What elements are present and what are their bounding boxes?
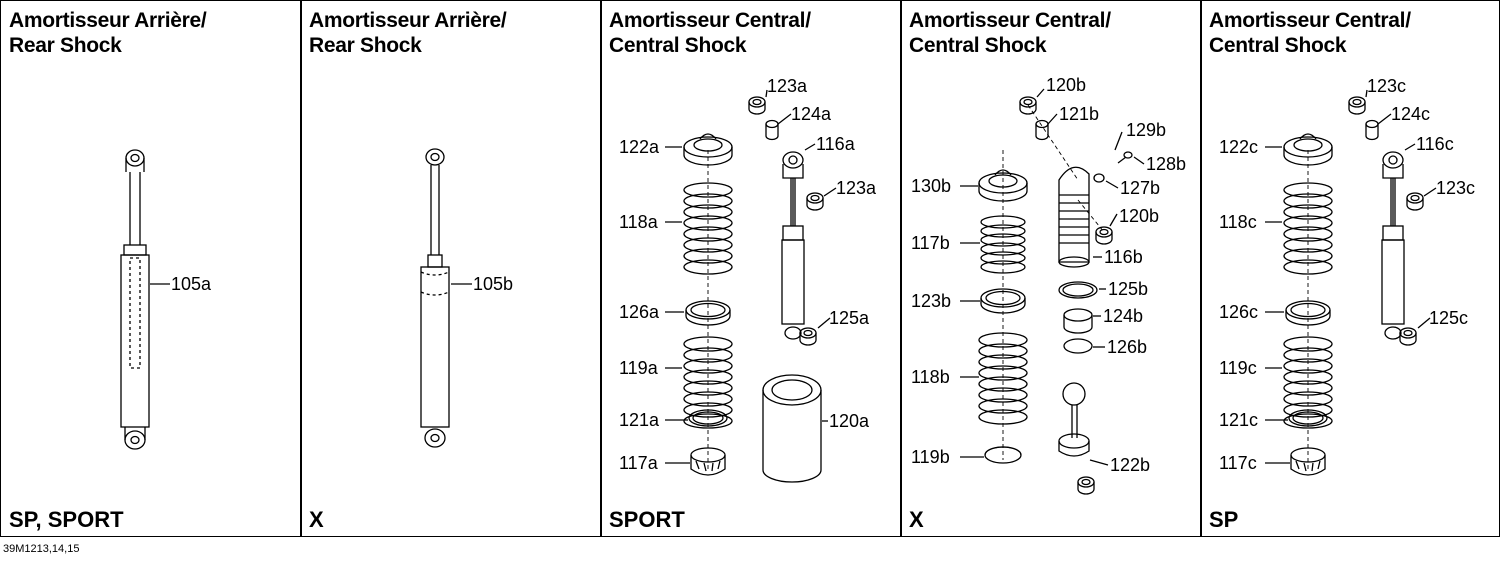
- callout-123c-lower: 123c: [1436, 178, 1475, 198]
- title-english: Rear Shock: [309, 34, 422, 57]
- callout-117c: 117c: [1219, 453, 1257, 473]
- callout-126b: 126b: [1107, 337, 1147, 357]
- title-french: Amortisseur Central/: [1209, 9, 1411, 32]
- variant-label: SP: [1209, 507, 1239, 532]
- variant-label: SPORT: [609, 507, 685, 532]
- panel-title: Amortisseur Central/ Central Shock: [909, 8, 1111, 58]
- callout-124b: 124b: [1103, 306, 1143, 326]
- callout-125a: 125a: [829, 308, 870, 328]
- callout-labels: 105a 105b 123a 124a 122a 116a 123a 118a …: [171, 75, 1475, 475]
- callout-118c: 118c: [1219, 212, 1257, 232]
- callout-123b: 123b: [911, 291, 951, 311]
- callout-105a: 105a: [171, 274, 212, 294]
- callout-123a-lower: 123a: [836, 178, 877, 198]
- central-shock-b-drawing: [960, 88, 1145, 495]
- callout-120b-top: 120b: [1046, 75, 1086, 95]
- central-shock-a-drawing: [665, 89, 837, 483]
- callout-121c: 121c: [1219, 410, 1258, 430]
- callout-120a: 120a: [829, 411, 870, 431]
- callout-127b: 127b: [1120, 178, 1160, 198]
- callout-126c: 126c: [1219, 302, 1258, 322]
- callout-124a: 124a: [791, 104, 832, 124]
- callout-116c: 116c: [1416, 134, 1454, 154]
- panel-title: Amortisseur Arrière/ Rear Shock: [309, 8, 507, 58]
- callout-123a-top: 123a: [767, 76, 808, 96]
- panel-title: Amortisseur Arrière/ Rear Shock: [9, 8, 207, 58]
- title-french: Amortisseur Central/: [909, 9, 1111, 32]
- title-french: Amortisseur Arrière/: [9, 9, 207, 32]
- callout-125b: 125b: [1108, 279, 1148, 299]
- title-english: Central Shock: [1209, 34, 1347, 57]
- rear-shock-b-drawing: [420, 148, 472, 448]
- central-shock-c-drawing: [1265, 89, 1437, 476]
- title-english: Central Shock: [909, 34, 1047, 57]
- variant-label: SP, SPORT: [9, 507, 124, 532]
- panel-title: Amortisseur Central/ Central Shock: [1209, 8, 1411, 58]
- callout-118b: 118b: [911, 367, 950, 387]
- panel-central-shock-x: Amortisseur Central/ Central Shock X: [900, 0, 1202, 537]
- callout-117a: 117a: [619, 453, 659, 473]
- panel-central-shock-sport: Amortisseur Central/ Central Shock SPORT: [600, 0, 902, 537]
- callout-124c: 124c: [1391, 104, 1430, 124]
- callout-122c: 122c: [1219, 137, 1258, 157]
- callout-117b: 117b: [911, 233, 950, 253]
- callout-126a: 126a: [619, 302, 660, 322]
- callout-118a: 118a: [619, 212, 659, 232]
- parts-diagram-sheet: Amortisseur Arrière/ Rear Shock SP, SPOR…: [0, 0, 1500, 537]
- rear-shock-a-drawing: [120, 149, 170, 450]
- callout-121a: 121a: [619, 410, 660, 430]
- callout-119b: 119b: [911, 447, 950, 467]
- title-french: Amortisseur Central/: [609, 9, 811, 32]
- callout-119c: 119c: [1219, 358, 1257, 378]
- exploded-view-drawings: 105a 105b 123a 124a 122a 116a 123a 118a …: [120, 75, 1475, 495]
- title-english: Central Shock: [609, 34, 747, 57]
- callout-130b: 130b: [911, 176, 951, 196]
- variant-label: X: [909, 507, 924, 532]
- callout-128b: 128b: [1146, 154, 1186, 174]
- variant-label: X: [309, 507, 324, 532]
- callout-122a: 122a: [619, 137, 660, 157]
- callout-129b: 129b: [1126, 120, 1166, 140]
- panel-title: Amortisseur Central/ Central Shock: [609, 8, 811, 58]
- callout-125c: 125c: [1429, 308, 1468, 328]
- callout-116b: 116b: [1104, 247, 1143, 267]
- callout-121b: 121b: [1059, 104, 1099, 124]
- callout-119a: 119a: [619, 358, 659, 378]
- callout-122b: 122b: [1110, 455, 1150, 475]
- panel-rear-shock-x: Amortisseur Arrière/ Rear Shock X: [300, 0, 602, 537]
- callout-105b: 105b: [473, 274, 513, 294]
- title-french: Amortisseur Arrière/: [309, 9, 507, 32]
- drawing-reference-number: 39M1213,14,15: [3, 543, 80, 555]
- callout-123c-top: 123c: [1367, 76, 1406, 96]
- title-english: Rear Shock: [9, 34, 122, 57]
- callout-120b-lower: 120b: [1119, 206, 1159, 226]
- panel-rear-shock-sp-sport: Amortisseur Arrière/ Rear Shock SP, SPOR…: [0, 0, 302, 537]
- callout-116a: 116a: [816, 134, 856, 154]
